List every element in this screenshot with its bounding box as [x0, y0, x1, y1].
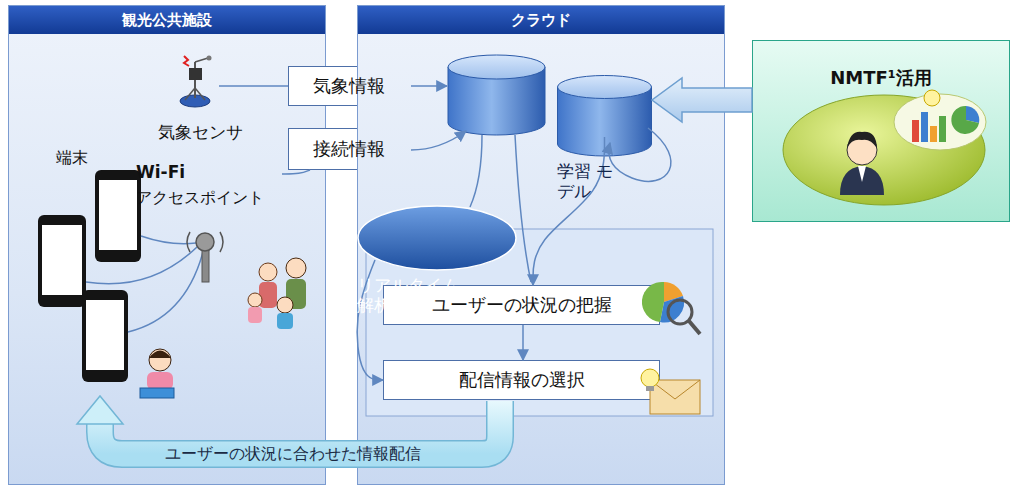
weather-sensor-icon	[180, 56, 212, 108]
device-label: 端末	[56, 148, 88, 169]
analysis-ellipse: リアルタイム 解析	[357, 205, 517, 271]
access-point-node: Wi-Fi アクセスポイント	[136, 160, 282, 212]
family-illustration	[248, 258, 306, 329]
node-text: 配信情報の選択	[459, 369, 585, 391]
node-text: アクセスポイント	[136, 188, 282, 207]
connector-line	[282, 170, 310, 174]
ellipse-shape	[357, 205, 517, 271]
connector-line	[219, 85, 288, 87]
node-text: Wi-Fi	[136, 162, 282, 182]
data-flow-lines	[411, 86, 671, 282]
node-text: NMTF¹活用	[830, 67, 931, 221]
panel-header-bar: クラウド	[358, 6, 724, 34]
sensor-node: 気象センサ	[145, 46, 255, 142]
node-text: 気象センサ	[158, 122, 243, 142]
phone-icons	[38, 170, 141, 382]
child-illustration	[140, 349, 174, 398]
panel-header-bar: 観光公共施設	[9, 6, 325, 34]
connector-line	[522, 325, 524, 360]
process-box: 配信情報の選択	[383, 360, 660, 400]
block-arrow	[652, 78, 752, 122]
delivery-band: ユーザーの状況に合わせた情報配信	[70, 392, 515, 468]
node-text: 気象情報	[313, 75, 385, 97]
facility-panel: 気象センサ Wi-Fi アクセスポイント 観光公共施設	[8, 5, 326, 485]
access-point-icon	[187, 232, 223, 282]
mail-icon	[641, 369, 700, 414]
node-text: 観光公共施設	[122, 11, 212, 29]
cloud-panel: 学習 モデルリアルタイム 解析ユーザーの状況の把握配信情報の選択クラウド	[357, 5, 725, 485]
wireless-links	[86, 236, 203, 332]
node-text: ユーザーの状況の把握	[432, 294, 612, 316]
node-text: 接続情報	[313, 138, 385, 160]
nmtf-box: NMTF¹活用	[752, 40, 1010, 222]
node-text: 学習 モデル	[557, 161, 619, 202]
model-cylinder: 学習 モデル	[557, 55, 652, 137]
node-text: クラウド	[511, 11, 571, 29]
connector-line	[533, 137, 605, 285]
connector-line	[357, 260, 383, 380]
node-text: ユーザーの状況に合わせた情報配信	[165, 444, 421, 463]
analyst-illustration	[783, 90, 986, 205]
cylinder-shape	[557, 75, 652, 157]
analysis-icon	[642, 282, 700, 334]
database-cylinder	[448, 55, 545, 135]
